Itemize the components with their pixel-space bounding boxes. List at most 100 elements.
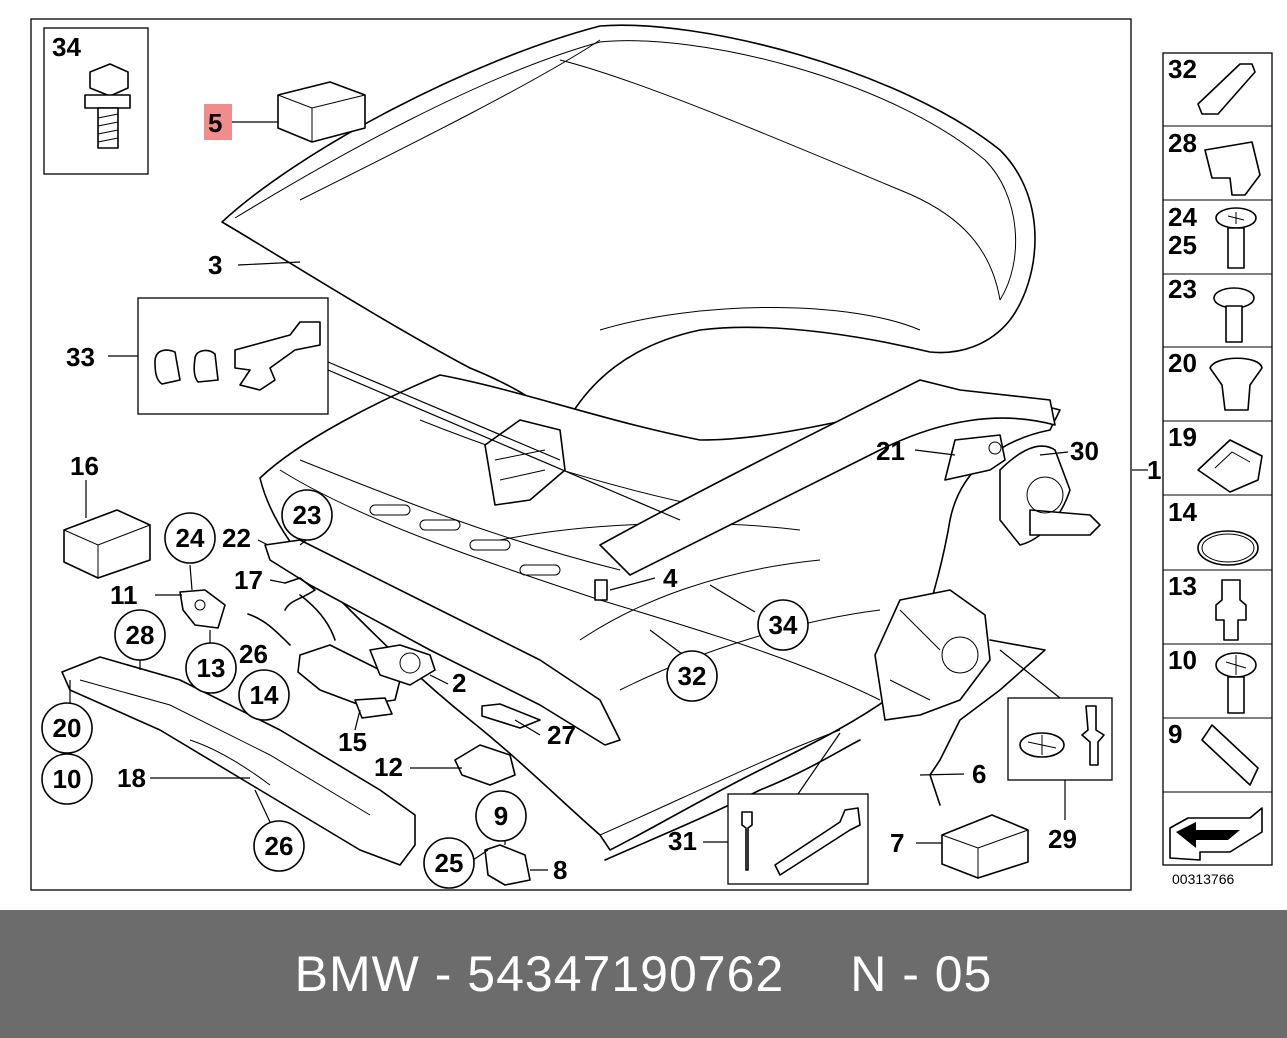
- cable-26[interactable]: [247, 613, 291, 646]
- callout-12[interactable]: 12: [374, 752, 403, 782]
- circled-callout-34[interactable]: 34: [757, 599, 809, 651]
- right-hinge-mechanism[interactable]: [874, 589, 991, 721]
- callout-18[interactable]: 18: [117, 763, 146, 793]
- package-16: [63, 480, 151, 579]
- callout-31[interactable]: 31: [668, 826, 697, 856]
- svg-text:25: 25: [435, 848, 464, 878]
- part-footer: BMW - 54347190762 N - 05: [0, 910, 1287, 1038]
- circled-callout-14[interactable]: 14: [238, 669, 290, 721]
- cover-9-icon: [1201, 724, 1259, 786]
- package-5: [232, 81, 366, 143]
- sidebar-label-9: 9: [1168, 719, 1182, 749]
- callout-2[interactable]: 2: [452, 668, 466, 698]
- footer-part-number: 54347190762: [467, 946, 785, 1002]
- callout-8[interactable]: 8: [553, 855, 567, 885]
- sidebar-label-24-25: 24 25: [1168, 202, 1204, 260]
- footer-suffix: N - 05: [850, 946, 993, 1002]
- roof-bow[interactable]: [594, 379, 1056, 601]
- footer-separator-space-2: [452, 945, 467, 1003]
- callout-34-top: 34: [52, 32, 81, 62]
- callout-26-mid[interactable]: 26: [239, 639, 268, 669]
- screw-24-icon: [1215, 207, 1257, 269]
- svg-text:9: 9: [494, 801, 508, 831]
- sidebar-label-19: 19: [1168, 422, 1197, 452]
- callout-22[interactable]: 22: [222, 523, 251, 553]
- sidebar-label-28: 28: [1168, 128, 1197, 158]
- callout-7[interactable]: 7: [890, 828, 904, 858]
- callout-30[interactable]: 30: [1070, 436, 1099, 466]
- arrow-wrench-icon: [1169, 807, 1263, 861]
- plug-box-29: [999, 649, 1113, 820]
- bracket-12[interactable]: [454, 744, 516, 786]
- sidebar-label-13: 13: [1168, 571, 1197, 601]
- circled-callout-23[interactable]: 23: [281, 489, 333, 541]
- stud-13-icon: [1215, 579, 1247, 641]
- circled-callout-13[interactable]: 13: [185, 642, 237, 694]
- circled-callout-26-bottom[interactable]: 26: [253, 820, 305, 872]
- callout-29[interactable]: 29: [1048, 824, 1077, 854]
- rivet-box-31: [703, 732, 869, 885]
- leader-lines: [69, 261, 1148, 871]
- callout-6[interactable]: 6: [972, 759, 986, 789]
- callout-17[interactable]: 17: [234, 565, 263, 595]
- clip-28-icon: [1204, 141, 1261, 196]
- sidebar-label-20: 20: [1168, 348, 1197, 378]
- sidebar-label-32: 32: [1168, 54, 1197, 84]
- callout-15[interactable]: 15: [338, 727, 367, 757]
- footer-separator: -: [434, 946, 453, 1002]
- cap-19-icon: [1197, 439, 1263, 493]
- svg-text:20: 20: [53, 713, 82, 743]
- seal-kit-box-33: [108, 297, 329, 415]
- svg-text:24: 24: [176, 523, 205, 553]
- callout-4[interactable]: 4: [663, 563, 678, 593]
- sidebar-label-23: 23: [1168, 274, 1197, 304]
- bolt-box-34: 34: [43, 27, 149, 175]
- svg-text:10: 10: [53, 764, 82, 794]
- parts-diagram: 34 5 33 16 31: [30, 18, 1273, 891]
- circled-callout-9[interactable]: 9: [475, 790, 527, 842]
- trim-strip-27[interactable]: [481, 703, 541, 729]
- callout-16[interactable]: 16: [70, 451, 99, 481]
- sidebar-label-14: 14: [1168, 497, 1197, 527]
- rear-trim-18[interactable]: [61, 656, 416, 866]
- circled-callout-32[interactable]: 32: [666, 650, 718, 702]
- screw-23-icon: [1213, 287, 1255, 343]
- drive-unit[interactable]: [297, 644, 436, 719]
- bracket-21[interactable]: [944, 434, 1006, 481]
- callout-11[interactable]: 11: [110, 580, 138, 610]
- callout-5[interactable]: 5: [208, 108, 222, 138]
- package-7: [916, 814, 1029, 879]
- left-hinge-mechanism[interactable]: [484, 419, 566, 506]
- screw-10-icon: [1215, 652, 1257, 714]
- fastener-legend: 32 28 24 25 23 20 19 14 13 10 9: [1162, 52, 1273, 866]
- bracket-11[interactable]: [179, 589, 226, 629]
- svg-text:26: 26: [265, 831, 294, 861]
- svg-text:23: 23: [293, 500, 322, 530]
- svg-text:28: 28: [126, 620, 155, 650]
- drawing-number: 00313766: [1172, 871, 1235, 887]
- cable-17[interactable]: [284, 577, 336, 641]
- svg-text:14: 14: [250, 680, 279, 710]
- callout-33[interactable]: 33: [66, 342, 95, 372]
- right-side-arm[interactable]: [999, 445, 1101, 546]
- circled-callout-25[interactable]: 25: [423, 837, 475, 889]
- callout-3[interactable]: 3: [208, 250, 222, 280]
- callout-21[interactable]: 21: [876, 436, 905, 466]
- circled-callout-24[interactable]: 24: [164, 512, 216, 564]
- clip-32-icon: [1197, 63, 1256, 115]
- circled-callout-20[interactable]: 20: [41, 702, 93, 754]
- callout-1[interactable]: 1: [1147, 455, 1161, 485]
- highlight-5: [204, 104, 232, 140]
- sidebar-label-10: 10: [1168, 645, 1197, 675]
- callout-27[interactable]: 27: [547, 720, 576, 750]
- footer-separator-space: [420, 945, 435, 1003]
- circled-callout-10[interactable]: 10: [41, 753, 93, 805]
- hardtop-shell[interactable]: [221, 24, 1036, 426]
- plug-20-icon: [1209, 357, 1263, 411]
- bracket-8[interactable]: [484, 844, 531, 886]
- svg-text:34: 34: [769, 610, 798, 640]
- circled-callout-28[interactable]: 28: [114, 609, 166, 661]
- svg-text:13: 13: [197, 653, 226, 683]
- footer-brand: BMW: [294, 946, 420, 1002]
- svg-text:32: 32: [678, 661, 707, 691]
